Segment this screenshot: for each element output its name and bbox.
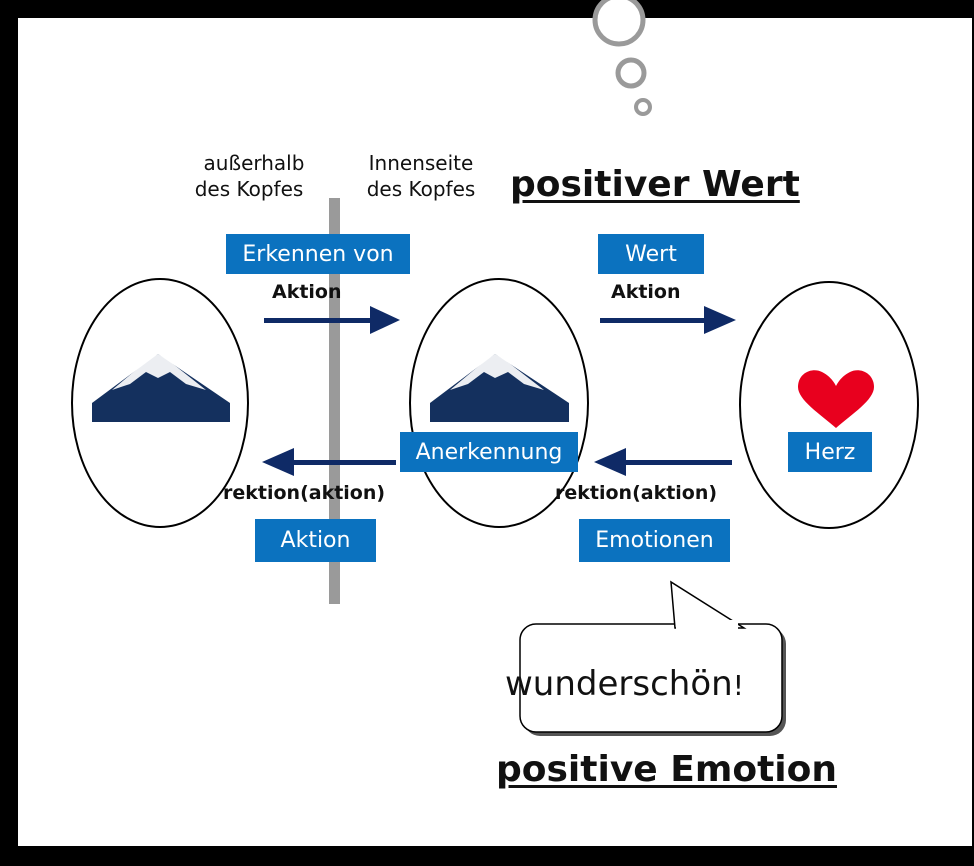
inside-head-label: Innenseite des Kopfes [346, 150, 496, 202]
outside-label-line2: des Kopfes [194, 177, 304, 201]
outside-label-line1: außerhalb [203, 151, 305, 175]
ellipse-inside [409, 278, 589, 528]
tag-acknowledgement: Anerkennung [400, 432, 578, 472]
head-divider-line [329, 198, 340, 604]
thought-bubble-small [634, 98, 652, 116]
speech-bubble-word: wunderschön [505, 664, 733, 704]
arrow-top-left [264, 306, 400, 334]
mountain-icon-middle [430, 354, 569, 422]
arrow-bottom-left [262, 448, 396, 476]
ellipse-outside [71, 278, 249, 528]
inside-label-line1: Innenseite [368, 151, 474, 175]
arrow-label-top-left: Aktion [272, 281, 342, 303]
outside-head-label: außerhalb des Kopfes [184, 150, 324, 202]
thought-bubble-medium [615, 57, 647, 89]
arrow-label-bottom-right: rektion(aktion) [555, 482, 718, 504]
heading-positive-value: positiver Wert [510, 164, 800, 205]
arrow-top-right [600, 306, 736, 334]
arrow-bottom-right [594, 448, 732, 476]
arrow-label-bottom-left: rektion(aktion) [223, 482, 386, 504]
tag-recognition-of: Erkennen von [226, 234, 410, 274]
inside-label-line2: des Kopfes [366, 177, 476, 201]
heading-positive-emotion: positive Emotion [496, 749, 837, 790]
speech-bubble [519, 623, 783, 733]
tag-value: Wert [598, 234, 704, 274]
tag-heart: Herz [788, 432, 872, 472]
tag-action: Aktion [255, 519, 376, 562]
tag-emotions: Emotionen [579, 519, 730, 562]
speech-bubble-text: wunderschön! [505, 664, 744, 704]
thought-bubble-large [592, 0, 646, 47]
arrow-label-top-right: Aktion [611, 281, 681, 303]
mountain-icon-left [92, 354, 230, 422]
ellipse-heart [739, 281, 919, 529]
heart-icon [798, 370, 874, 428]
speech-bubble-exclaim: ! [732, 669, 744, 702]
